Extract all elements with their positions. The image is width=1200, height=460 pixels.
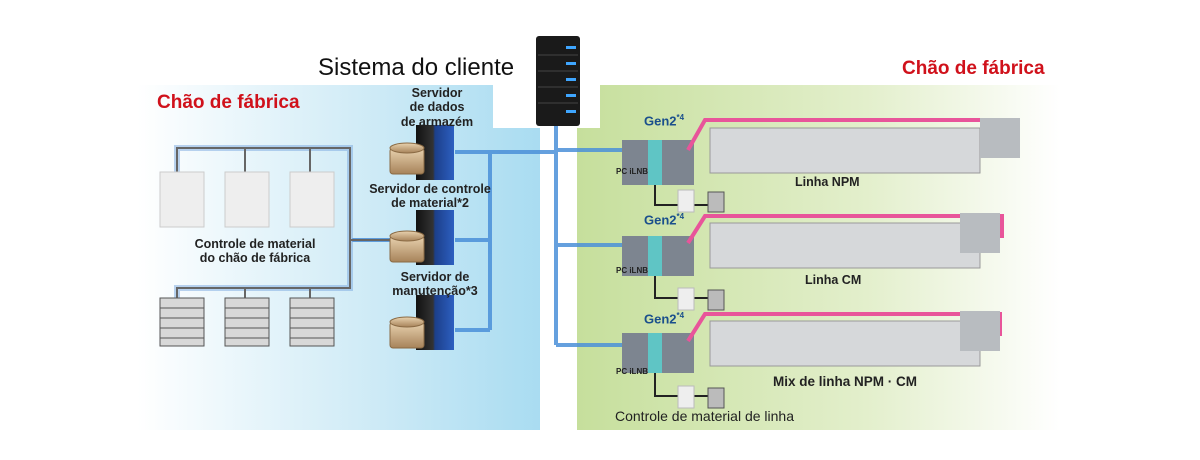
line-3-name: Mix de linha NPM · CM [773, 374, 918, 389]
line-mix [622, 311, 1002, 409]
line-2-pc-label: PC iLNB [616, 266, 648, 275]
left-floor-title: Chão de fábrica [157, 92, 300, 113]
line-3-gen2-label: Gen2*4 [644, 311, 685, 327]
customer-system-title: Sistema do cliente [318, 54, 515, 81]
line-1-gen2-label: Gen2*4 [644, 113, 685, 129]
material-rack-icons [159, 297, 335, 347]
floor-material-lines-core [176, 147, 392, 300]
line-1-name: Linha NPM [795, 175, 860, 189]
line-cm [622, 213, 1004, 311]
line-3-pc-label: PC iLNB [616, 367, 648, 376]
line-material-control-label: Controle de material de linha [615, 408, 794, 424]
floor-material-control-label: Controle de material do chão de fábrica [194, 237, 316, 266]
material-cabinet-icons [159, 171, 335, 228]
right-floor-title: Chão de fábrica [902, 58, 1045, 79]
production-lines [622, 118, 1020, 409]
line-2-name: Linha CM [805, 273, 862, 287]
line-1-pc-label: PC iLNB [616, 167, 648, 176]
customer-system-server-icon [536, 36, 580, 126]
maintenance-server-label: Servidor de manutenção*3 [392, 270, 478, 299]
line-npm [622, 118, 1020, 213]
line-2-gen2-label: Gen2*4 [644, 212, 685, 228]
material-control-server-label: Servidor de controle de material*2 [369, 182, 491, 211]
server-icons [389, 125, 454, 350]
warehouse-data-server-label: Servidor de dados de armazém [400, 86, 474, 129]
